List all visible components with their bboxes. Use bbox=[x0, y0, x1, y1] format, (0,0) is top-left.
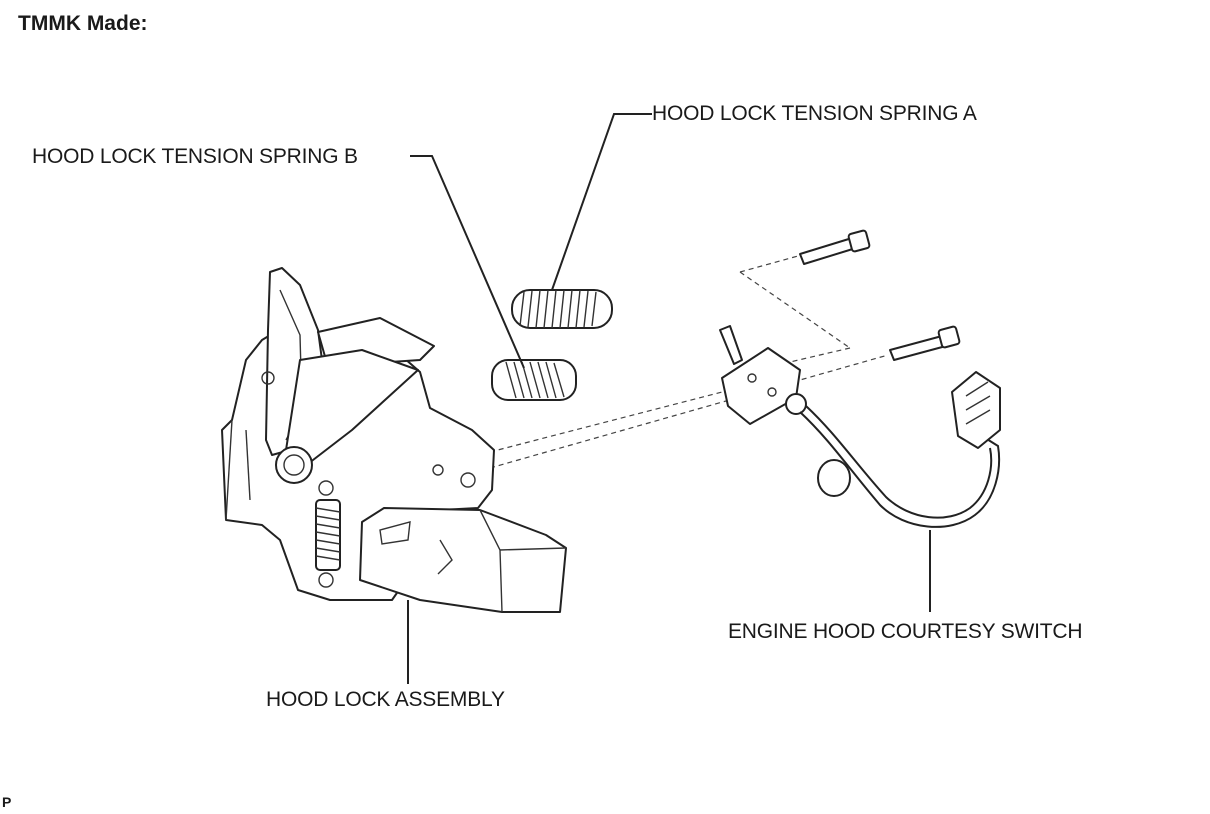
leader-lines bbox=[407, 113, 931, 684]
label-hood-lock-assembly: HOOD LOCK ASSEMBLY bbox=[266, 688, 505, 711]
page-heading: TMMK Made: bbox=[18, 12, 148, 35]
label-courtesy-switch: ENGINE HOOD COURTESY SWITCH bbox=[728, 620, 1083, 643]
spring-a-drawing bbox=[511, 289, 613, 329]
label-spring-b: HOOD LOCK TENSION SPRING B bbox=[32, 145, 358, 168]
spring-b-drawing bbox=[491, 359, 577, 401]
courtesy-switch-drawing bbox=[719, 325, 1001, 528]
bolts-drawing bbox=[799, 229, 961, 361]
hood-lock-assembly-drawing bbox=[221, 267, 567, 613]
footer-code: P bbox=[2, 794, 12, 810]
label-spring-a: HOOD LOCK TENSION SPRING A bbox=[652, 102, 977, 125]
alignment-lines bbox=[489, 255, 889, 469]
